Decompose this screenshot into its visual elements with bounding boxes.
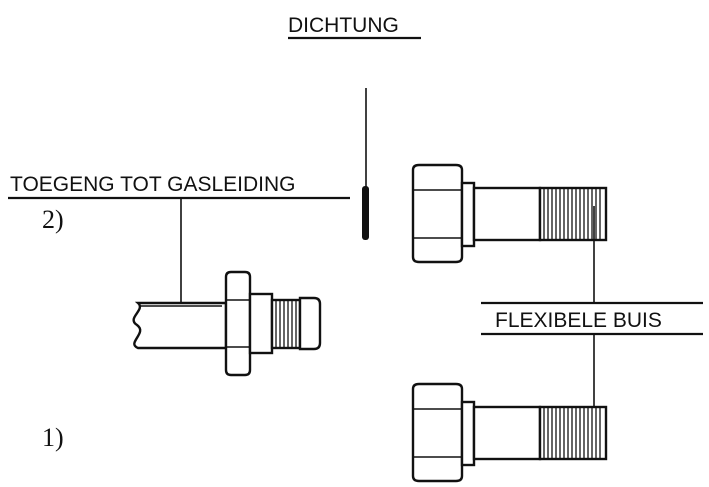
gas-pipe-fitting xyxy=(132,270,322,377)
flex-hose-fitting-upper xyxy=(411,163,608,264)
step-one-number: 1) xyxy=(42,423,64,452)
step-two-number: 2) xyxy=(42,205,64,234)
seal-label: DICHTUNG xyxy=(288,14,399,37)
flex-hose-fitting-lower xyxy=(411,382,608,483)
gas-access-label: TOEGENG TOT GASLEIDING xyxy=(10,173,296,196)
seal-washer xyxy=(362,88,369,240)
flex-hose-label: FLEXIBELE BUIS xyxy=(495,309,662,332)
